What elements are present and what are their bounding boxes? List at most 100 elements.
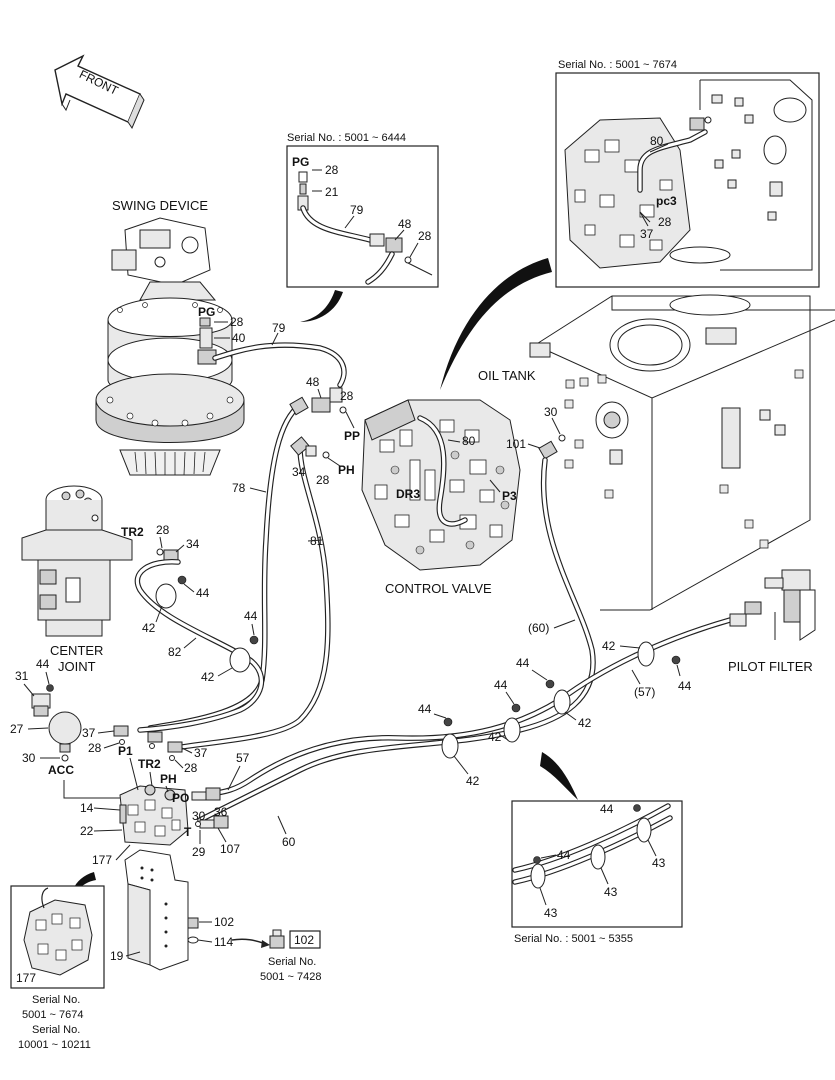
bolt-44 bbox=[671, 655, 681, 665]
callout-34: 34 bbox=[186, 537, 200, 551]
port-tr2: TR2 bbox=[121, 525, 144, 539]
callout-80: 80 bbox=[462, 434, 476, 448]
inset-pg-serial: Serial No. : 5001 ~ 6444 bbox=[287, 132, 406, 144]
inset-pointer bbox=[440, 258, 552, 390]
control-valve-title: CONTROL VALVE bbox=[385, 581, 492, 596]
accumulator-27 bbox=[48, 711, 82, 753]
callout-48: 48 bbox=[398, 217, 412, 231]
callout-107: 107 bbox=[220, 842, 240, 856]
bolt-44 bbox=[545, 679, 555, 689]
callout-79: 79 bbox=[350, 203, 364, 217]
callout-40: 40 bbox=[232, 331, 246, 345]
callout-42: 42 bbox=[466, 774, 480, 788]
callout-102: 102 bbox=[214, 915, 234, 929]
callout-177: 177 bbox=[92, 853, 112, 867]
callout-22: 22 bbox=[80, 824, 94, 838]
center-joint bbox=[21, 485, 133, 637]
callout-44: 44 bbox=[196, 586, 210, 600]
callout-42: 42 bbox=[602, 639, 616, 653]
port-ph: PH bbox=[160, 772, 177, 786]
swing-device-title: SWING DEVICE bbox=[112, 198, 208, 213]
callout-30: 30 bbox=[22, 751, 36, 765]
inset-pointer bbox=[540, 752, 578, 800]
callout-14: 14 bbox=[80, 801, 94, 815]
callout-28: 28 bbox=[325, 163, 339, 177]
callout-29: 29 bbox=[192, 845, 206, 859]
callout-28: 28 bbox=[184, 761, 198, 775]
port-ph: PH bbox=[338, 463, 355, 477]
callout-44: 44 bbox=[418, 702, 432, 716]
port-pp: PP bbox=[344, 429, 360, 443]
inset-pc3-box: Serial No. : 5001 ~ 7674 80 pc3 bbox=[555, 59, 820, 288]
callout-28: 28 bbox=[418, 229, 432, 243]
inset-177-serial-line3: Serial No. bbox=[32, 1024, 80, 1036]
swing-device: SWING DEVICE bbox=[95, 198, 245, 476]
inset-177-box: 177 bbox=[10, 885, 105, 989]
callout-44: 44 bbox=[494, 678, 508, 692]
callout-31: 31 bbox=[15, 669, 29, 683]
callout-28: 28 bbox=[230, 315, 244, 329]
callout-30: 30 bbox=[192, 809, 206, 823]
inset-pg-box: Serial No. : 5001 ~ 6444 PG 28 21 79 48 … bbox=[286, 132, 439, 288]
callout-36: 36 bbox=[214, 805, 228, 819]
callout-78: 78 bbox=[232, 481, 246, 495]
clamp-42 bbox=[229, 647, 251, 673]
callout-28: 28 bbox=[340, 389, 354, 403]
callout-43: 43 bbox=[652, 856, 666, 870]
callout-28: 28 bbox=[658, 215, 672, 229]
callout-79: 79 bbox=[272, 321, 286, 335]
bracket-31 bbox=[31, 693, 51, 717]
inset-pointer bbox=[300, 290, 343, 322]
inset-bolt-serial-line2: 5001 ~ 7428 bbox=[260, 971, 321, 983]
port-po: PO bbox=[172, 791, 189, 805]
callout-57: (57) bbox=[634, 685, 655, 699]
bolt-44 bbox=[46, 684, 54, 692]
callout-44: 44 bbox=[557, 848, 571, 862]
port-tr2: TR2 bbox=[138, 757, 161, 771]
inset-177-serial-line4: 10001 ~ 10211 bbox=[18, 1039, 91, 1051]
bolt-44 bbox=[249, 635, 259, 645]
callout-37: 37 bbox=[640, 227, 654, 241]
tee-fitting-48 bbox=[311, 387, 347, 414]
callout-27: 27 bbox=[10, 722, 24, 736]
inset-bolt-102: 102 Serial No. 5001 ~ 7428 bbox=[260, 929, 321, 983]
bolt-44 bbox=[443, 717, 453, 727]
inset-clamps-box: 44 44 43 43 43 bbox=[511, 800, 683, 928]
callout-37: 37 bbox=[82, 726, 96, 740]
port-dr3: DR3 bbox=[396, 487, 420, 501]
front-arrow: FRONT bbox=[54, 54, 145, 130]
callout-21: 21 bbox=[325, 185, 339, 199]
inset-177-serial-line2: 5001 ~ 7674 bbox=[22, 1009, 83, 1021]
inset-177-serial-line1: Serial No. bbox=[32, 994, 80, 1006]
bracket-19 bbox=[124, 849, 189, 971]
callout-60: 60 bbox=[282, 835, 296, 849]
oil-tank bbox=[529, 294, 835, 611]
callout-57: 57 bbox=[236, 751, 250, 765]
callout-43: 43 bbox=[544, 906, 558, 920]
inset-pointer bbox=[70, 872, 96, 900]
callout-48: 48 bbox=[306, 375, 320, 389]
center-joint-title-line2: JOINT bbox=[58, 659, 96, 674]
port-pg-inset: PG bbox=[292, 155, 309, 169]
callout-177: 177 bbox=[16, 971, 36, 985]
center-joint-title-line1: CENTER bbox=[50, 643, 103, 658]
solenoid-valve-block bbox=[119, 784, 189, 846]
clamp-42 bbox=[441, 641, 655, 759]
clamp-42 bbox=[155, 583, 177, 609]
callout-44: 44 bbox=[516, 656, 530, 670]
port-pg: PG bbox=[198, 305, 215, 319]
port-pc3: pc3 bbox=[656, 194, 677, 208]
callout-42: 42 bbox=[201, 670, 215, 684]
callout-101: 101 bbox=[506, 437, 526, 451]
callout-82: 82 bbox=[168, 645, 182, 659]
callout-44: 44 bbox=[36, 657, 50, 671]
pilot-filter bbox=[729, 569, 816, 641]
callout-44: 44 bbox=[244, 609, 258, 623]
oil-tank-title: OIL TANK bbox=[478, 368, 536, 383]
callout-43: 43 bbox=[604, 885, 618, 899]
callout-28: 28 bbox=[156, 523, 170, 537]
inset-clamps-serial: Serial No. : 5001 ~ 5355 bbox=[514, 933, 633, 945]
callout-42: 42 bbox=[142, 621, 156, 635]
callout-30: 30 bbox=[544, 405, 558, 419]
callout-114: 114 bbox=[214, 935, 233, 949]
